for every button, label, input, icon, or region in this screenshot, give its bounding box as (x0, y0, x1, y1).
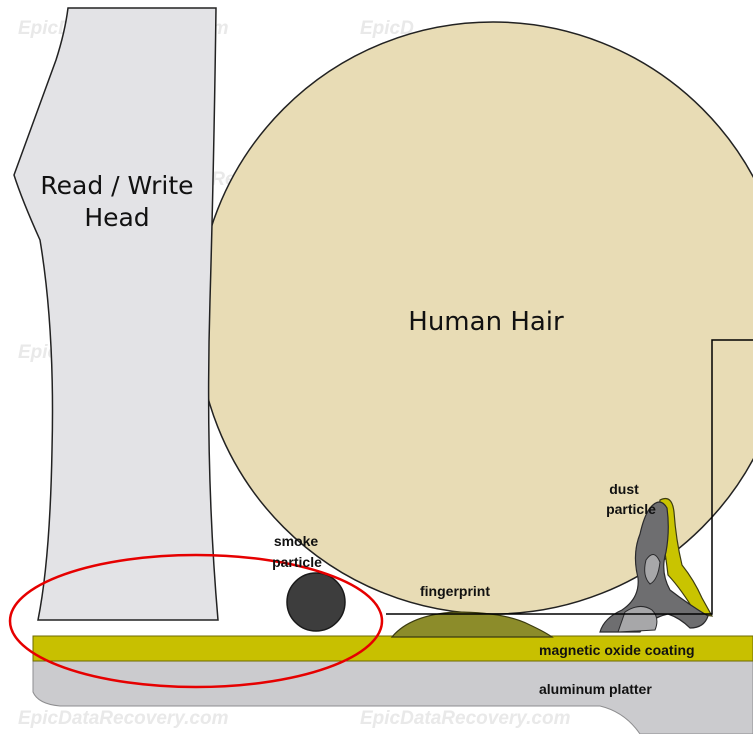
head-label-line1: Read / Write (40, 171, 193, 200)
smoke-particle (287, 573, 345, 631)
head-label-line2: Head (84, 203, 149, 232)
watermark: EpicDataRecovery.com (360, 708, 571, 729)
watermark: EpicDataRecovery.com (18, 708, 229, 729)
fingerprint (392, 612, 552, 637)
fingerprint-label: fingerprint (420, 583, 490, 599)
platter-label: aluminum platter (539, 681, 652, 697)
smoke-label-line1: smoke (274, 533, 319, 549)
read-write-head (14, 8, 218, 620)
dust-label-line1: dust (609, 481, 639, 497)
hair-label: Human Hair (408, 307, 564, 337)
dust-label-line2: particle (606, 501, 656, 517)
smoke-label-line2: particle (272, 554, 322, 570)
coating-label: magnetic oxide coating (539, 642, 695, 658)
